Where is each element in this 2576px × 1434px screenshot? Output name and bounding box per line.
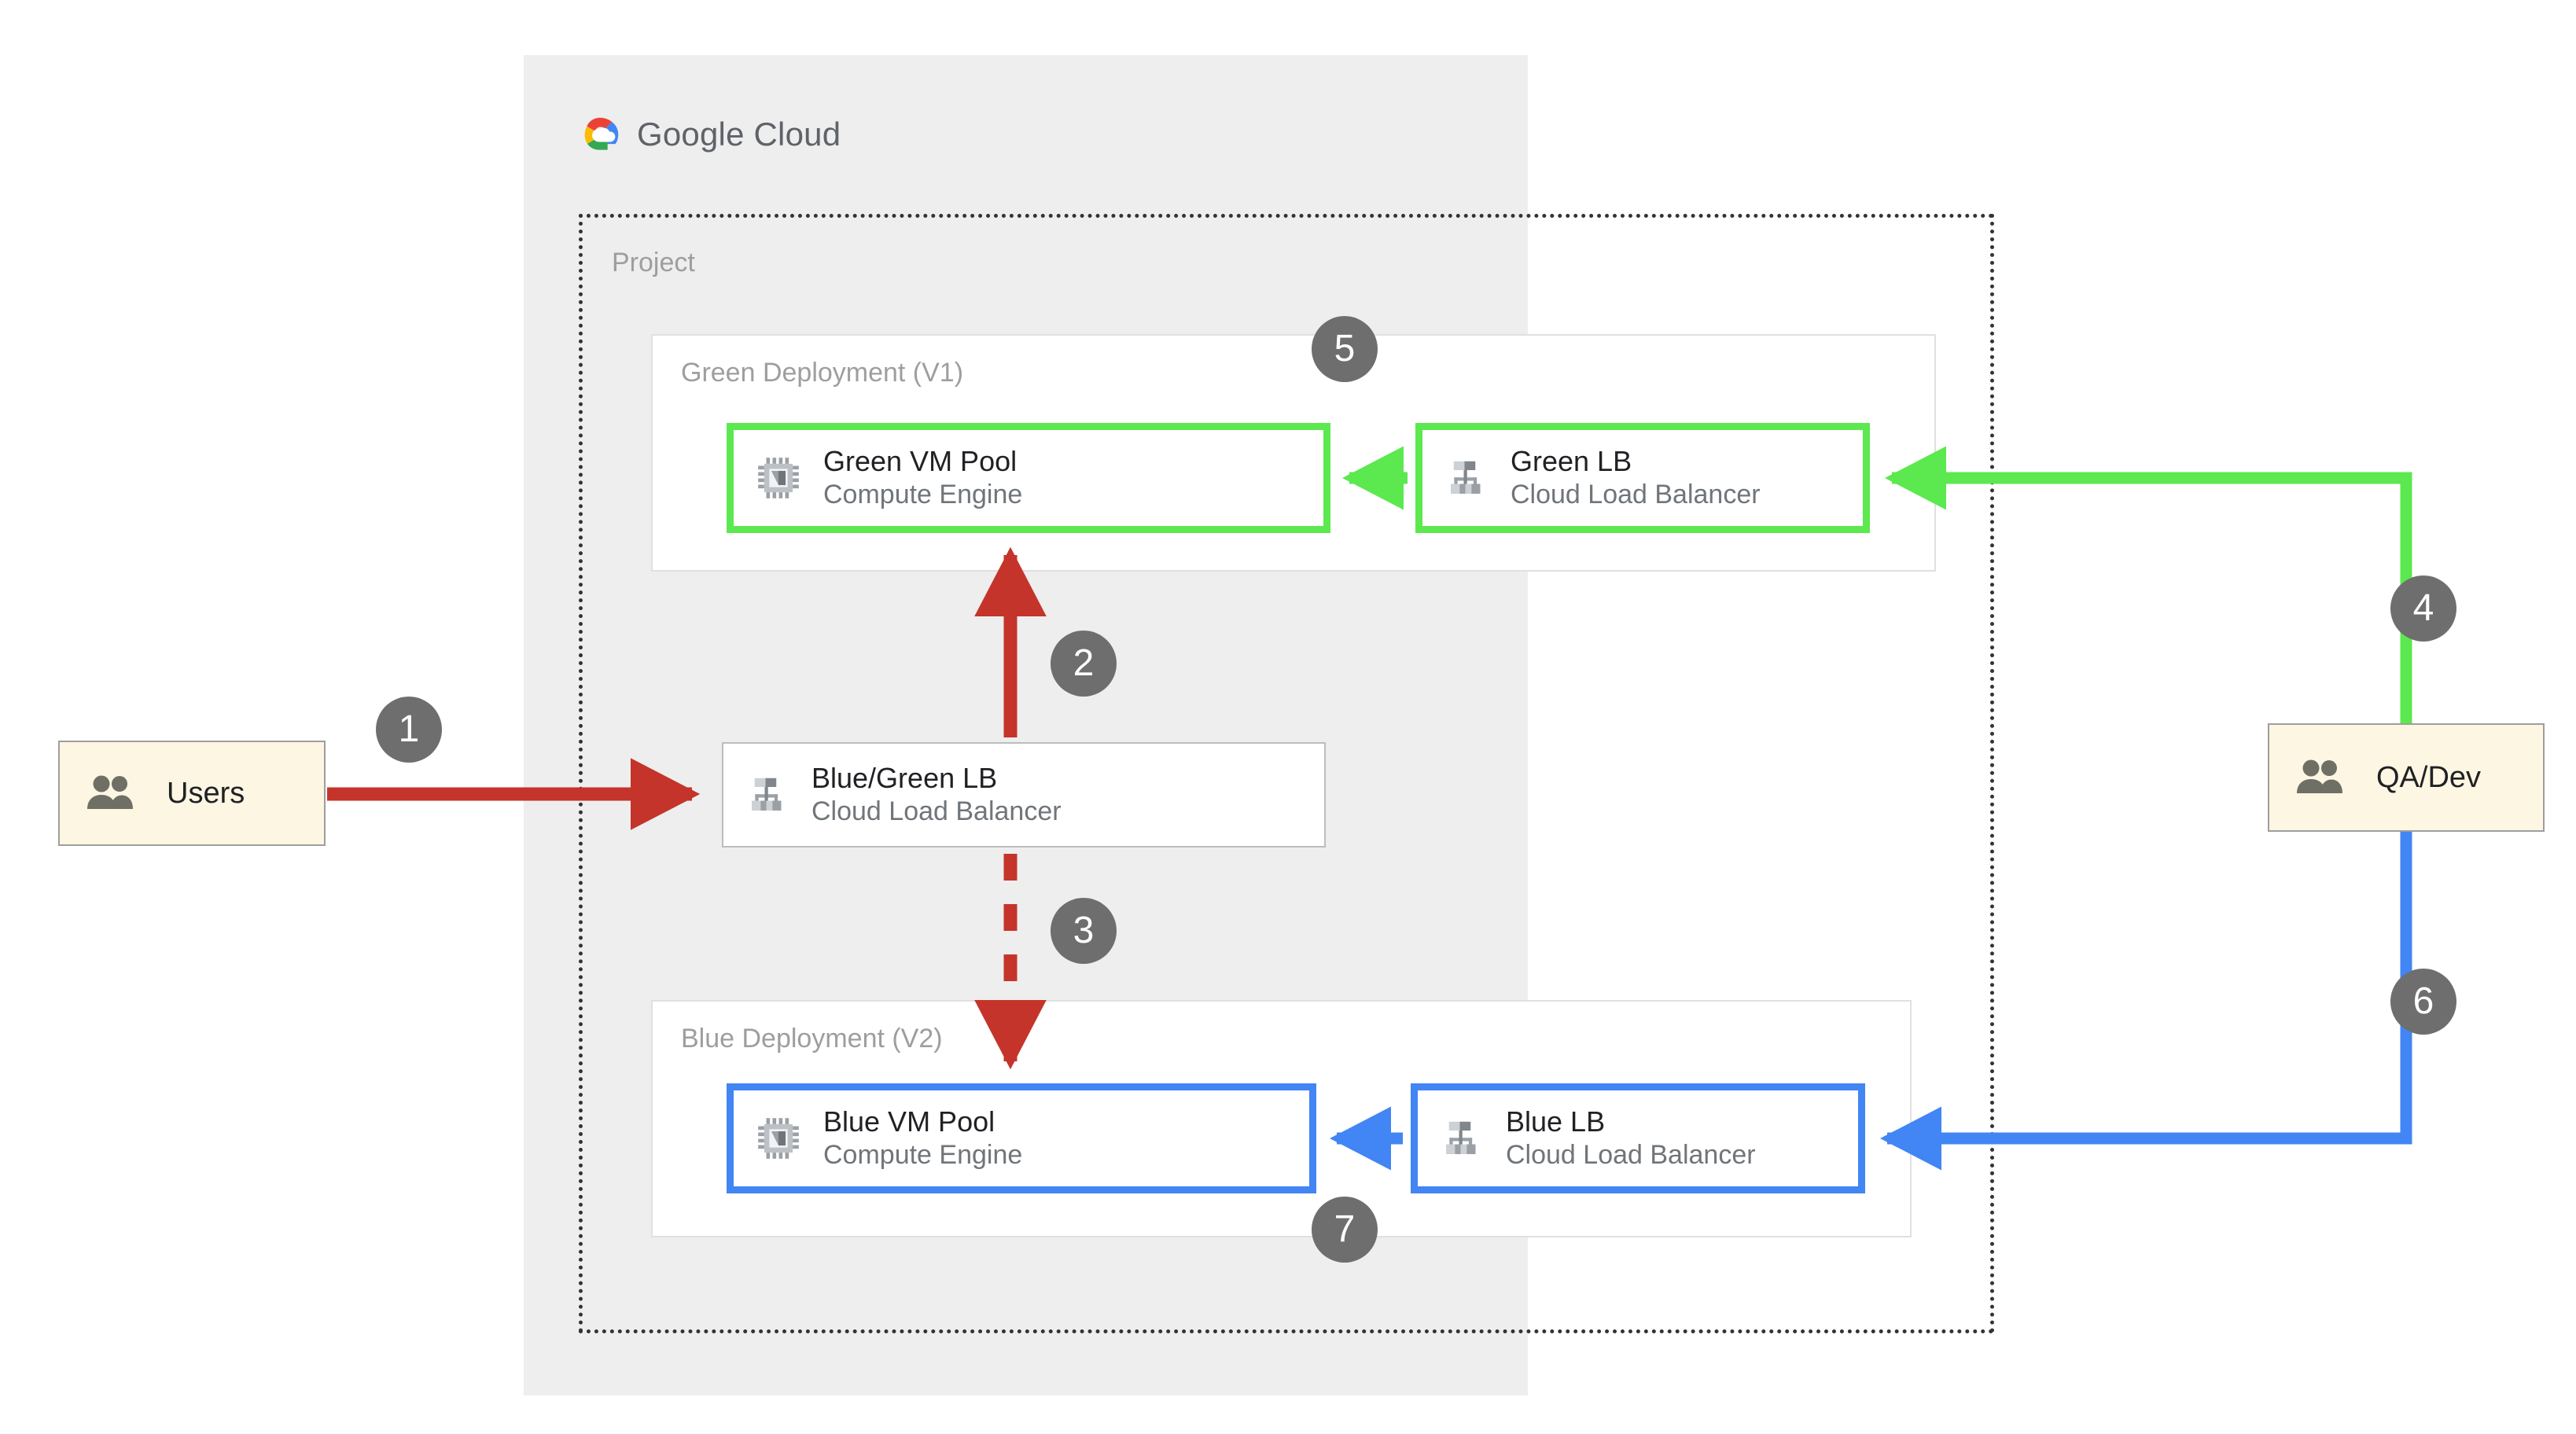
step-badge-7: 7 (1312, 1197, 1378, 1263)
node-subtitle: Compute Engine (823, 1140, 1023, 1171)
step-badge-1: 1 (376, 697, 442, 763)
node-title: Blue VM Pool (823, 1105, 995, 1138)
node-green-lb-text: Green LB Cloud Load Balancer (1511, 444, 1761, 511)
brand-cloud: Cloud (753, 116, 841, 153)
node-title: Green VM Pool (823, 445, 1018, 478)
people-icon (2297, 759, 2342, 793)
step-badge-3: 3 (1051, 898, 1117, 964)
node-blue-lb[interactable]: Blue LB Cloud Load Balancer (1411, 1083, 1865, 1193)
node-title: Blue/Green LB (811, 762, 998, 795)
node-subtitle: Cloud Load Balancer (1511, 480, 1761, 510)
step-badge-4: 4 (2390, 575, 2456, 642)
actor-qa-dev-label: QA/Dev (2376, 760, 2482, 794)
actor-users-label: Users (167, 776, 245, 810)
node-blue-vm-pool[interactable]: Blue VM Pool Compute Engine (727, 1083, 1316, 1193)
node-green-lb[interactable]: Green LB Cloud Load Balancer (1415, 423, 1870, 533)
load-balancer-icon (1451, 461, 1481, 494)
google-cloud-logo: Google Cloud (576, 110, 841, 159)
step-badge-2: 2 (1051, 631, 1117, 697)
project-boundary (579, 214, 1994, 1333)
node-blue-green-lb-text: Blue/Green LB Cloud Load Balancer (811, 761, 1062, 828)
node-subtitle: Compute Engine (823, 480, 1023, 510)
load-balancer-icon (752, 778, 782, 811)
node-subtitle: Cloud Load Balancer (811, 796, 1062, 827)
actor-qa-dev[interactable]: QA/Dev (2268, 723, 2545, 832)
cpu-chip-icon (758, 458, 799, 498)
blue-deployment-title: Blue Deployment (V2) (681, 1024, 943, 1053)
google-cloud-logo-icon (584, 117, 619, 150)
green-deployment-title: Green Deployment (V1) (681, 358, 964, 388)
project-label: Project (612, 248, 695, 278)
google-cloud-wordmark: Google Cloud (637, 116, 841, 153)
actor-users[interactable]: Users (58, 741, 326, 846)
cpu-chip-icon (758, 1118, 799, 1159)
people-icon (87, 775, 133, 809)
node-green-vm-pool-text: Green VM Pool Compute Engine (823, 444, 1022, 511)
node-blue-lb-text: Blue LB Cloud Load Balancer (1506, 1105, 1756, 1171)
brand-google: Google (637, 116, 745, 153)
step-badge-6: 6 (2390, 969, 2456, 1035)
node-subtitle: Cloud Load Balancer (1506, 1140, 1756, 1171)
node-blue-vm-pool-text: Blue VM Pool Compute Engine (823, 1105, 1022, 1171)
node-blue-green-lb[interactable]: Blue/Green LB Cloud Load Balancer (722, 742, 1326, 848)
node-title: Green LB (1511, 445, 1632, 478)
node-title: Blue LB (1506, 1105, 1606, 1138)
node-green-vm-pool[interactable]: Green VM Pool Compute Engine (727, 423, 1330, 533)
step-badge-5: 5 (1312, 316, 1378, 382)
load-balancer-icon (1446, 1121, 1476, 1154)
